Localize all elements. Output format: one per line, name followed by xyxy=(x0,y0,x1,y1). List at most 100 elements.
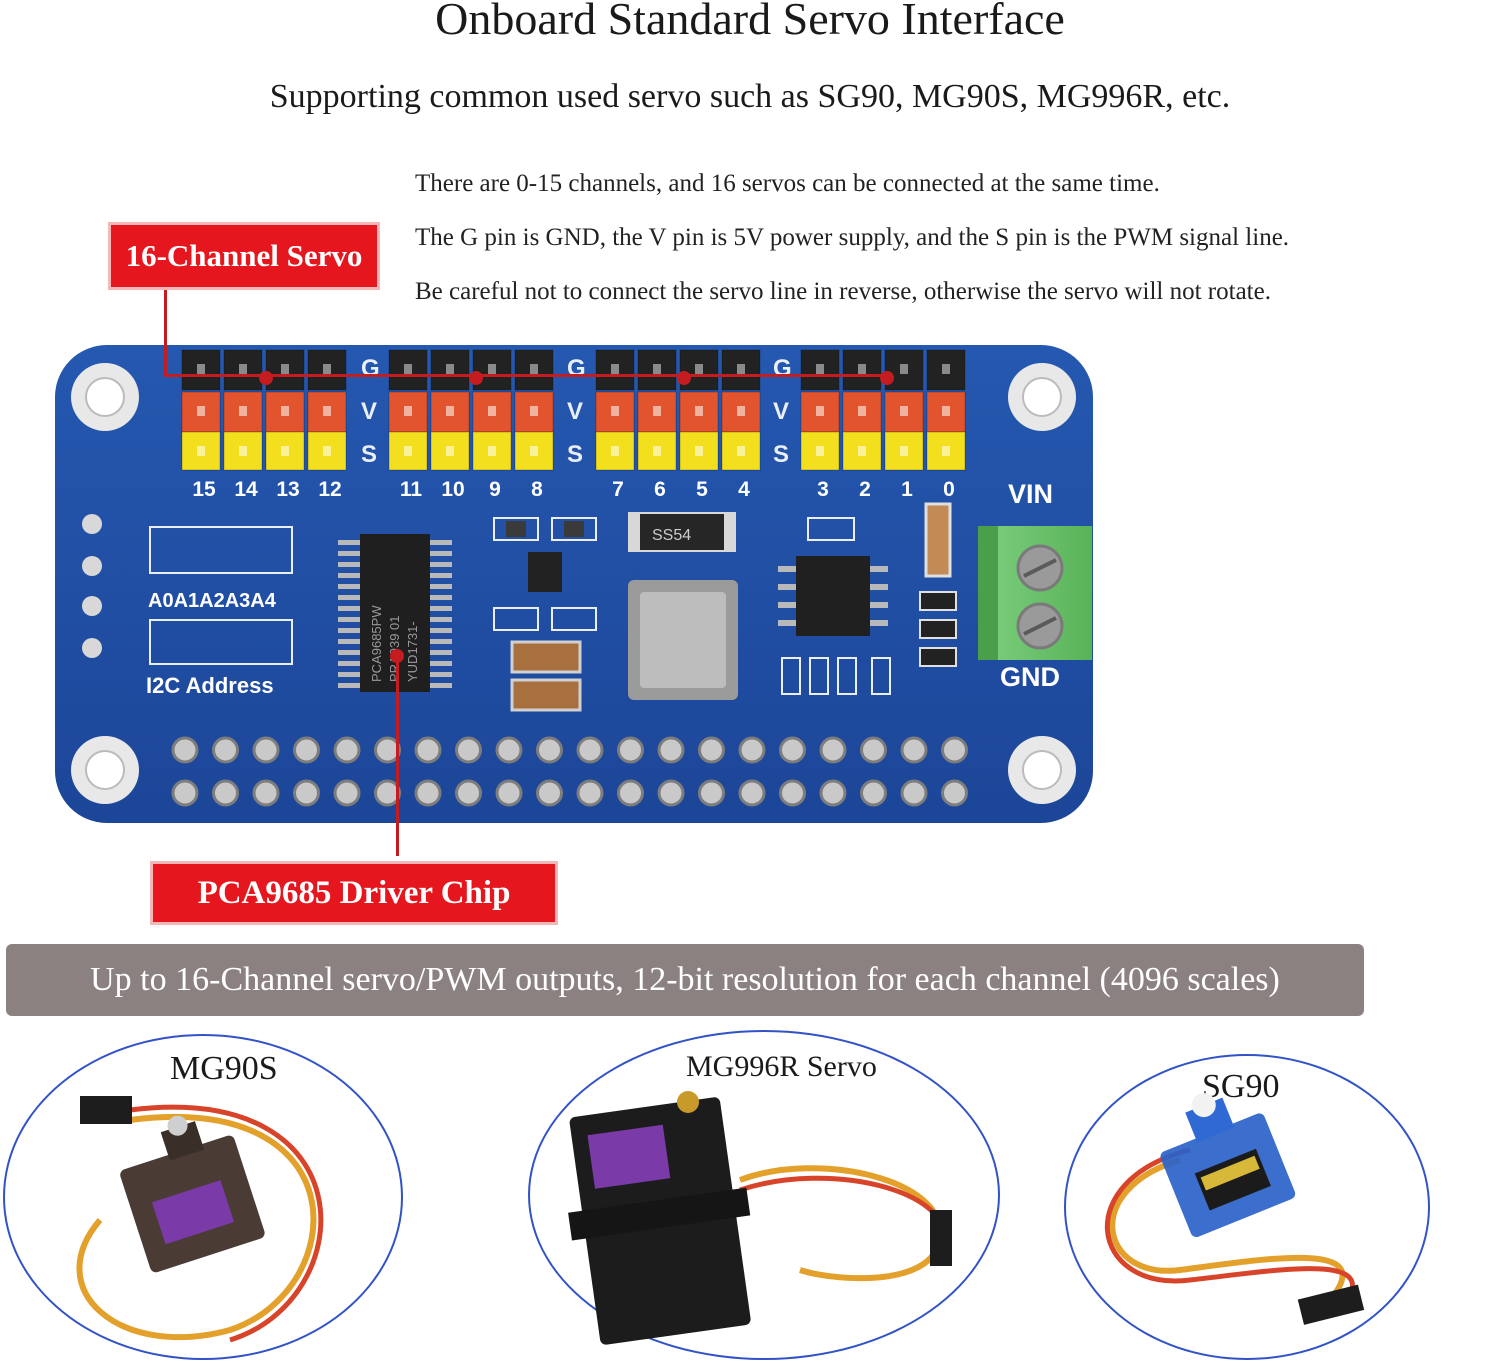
servo-mg996r-illustration xyxy=(568,1091,952,1345)
svg-text:V: V xyxy=(361,398,377,425)
header-pin-contact xyxy=(530,364,538,374)
header-pin-contact xyxy=(858,446,866,456)
ss54-diode: SS54 xyxy=(628,512,736,552)
description-line-2: The G pin is GND, the V pin is 5V power … xyxy=(415,224,1290,251)
servo-header-callout: 16-Channel Servo xyxy=(111,225,377,287)
chip-leg xyxy=(430,650,452,655)
gpio-pin xyxy=(738,779,766,807)
header-pin-contact xyxy=(816,446,824,456)
header-pin-contact xyxy=(737,406,745,416)
chip-leg xyxy=(430,672,452,677)
channel-number: 7 xyxy=(612,478,624,501)
servo-illustrations xyxy=(76,1091,1365,1345)
header-pin-contact xyxy=(281,406,289,416)
header-pin xyxy=(721,431,761,471)
servo-sg90-illustration xyxy=(1104,1093,1365,1325)
servo-name-sg90: SG90 xyxy=(1202,1068,1280,1105)
gpio-header-pins xyxy=(171,736,968,807)
header-pin-contact xyxy=(239,446,247,456)
header-pin-contact xyxy=(858,406,866,416)
gpio-pin xyxy=(941,779,968,807)
edge-pads xyxy=(82,514,102,658)
chip-leg xyxy=(338,639,360,644)
gpio-pin xyxy=(212,779,239,807)
servo-mg90s-illustration xyxy=(76,1096,324,1343)
channel-number: 4 xyxy=(738,478,750,501)
chip-leg xyxy=(338,551,360,556)
chip-leg xyxy=(338,584,360,589)
svg-text:PRA939 01: PRA939 01 xyxy=(387,616,402,683)
channel-number: 15 xyxy=(192,478,216,501)
header-pin-contact xyxy=(695,446,703,456)
i2c-address-label: I2C Address xyxy=(146,673,274,698)
passive-components xyxy=(493,502,957,712)
header-pin-contact xyxy=(816,406,824,416)
address-pin-labels: A0A1A2A3A4 xyxy=(148,590,277,612)
header-pin-contact xyxy=(446,406,454,416)
header-pin-contact xyxy=(488,406,496,416)
channel-number: 2 xyxy=(859,478,871,501)
gpio-pin xyxy=(374,736,401,764)
gpio-pin xyxy=(860,779,887,807)
svg-text:V: V xyxy=(773,398,789,425)
gpio-pin xyxy=(900,736,928,764)
gpio-pin xyxy=(617,736,644,764)
svg-text:SS54: SS54 xyxy=(652,527,691,544)
gpio-pin xyxy=(414,736,442,764)
header-pin-contact xyxy=(404,364,412,374)
header-pin xyxy=(265,431,305,471)
chip-leg xyxy=(430,628,452,633)
header-pin xyxy=(926,391,966,433)
gpio-pin xyxy=(819,736,847,764)
gpio-pin xyxy=(576,779,604,807)
servo-name-mg90s: MG90S xyxy=(170,1050,278,1087)
header-pin-contact xyxy=(858,364,866,374)
channel-number: 6 xyxy=(654,478,666,501)
chip-leg xyxy=(430,573,452,578)
servo-ring-mg996r xyxy=(528,1030,1000,1360)
gpio-pin xyxy=(333,736,361,764)
header-pin-contact xyxy=(900,446,908,456)
gpio-pin xyxy=(171,736,199,764)
header-pin-contact xyxy=(404,406,412,416)
chip-leg xyxy=(338,683,360,688)
header-pin-contact xyxy=(611,446,619,456)
header-pin-contact xyxy=(281,446,289,456)
header-pin-contact xyxy=(446,446,454,456)
gpio-pin xyxy=(698,736,725,764)
chip-leg xyxy=(338,595,360,600)
chip-leg xyxy=(338,562,360,567)
header-pin-contact xyxy=(611,406,619,416)
gpio-pin xyxy=(698,779,725,807)
svg-text:PCA9685PW: PCA9685PW xyxy=(369,605,384,682)
gpio-pin xyxy=(252,736,280,764)
header-pin-contact xyxy=(816,364,824,374)
gpio-pin xyxy=(657,779,685,807)
channel-number: 14 xyxy=(234,478,258,501)
header-pin-contact xyxy=(695,364,703,374)
header-pin-contact xyxy=(653,364,661,374)
chip-leg xyxy=(338,628,360,633)
chip-leg xyxy=(430,606,452,611)
gpio-pin xyxy=(779,779,806,807)
gpio-pin xyxy=(293,736,320,764)
callout-leaders xyxy=(164,288,894,856)
resolution-banner: Up to 16-Channel servo/PWM outputs, 12-b… xyxy=(6,944,1364,1016)
inductor xyxy=(628,580,738,700)
chip-leg xyxy=(430,540,452,545)
gpio-pin xyxy=(536,736,563,764)
svg-text:S: S xyxy=(773,441,789,468)
gpio-pin xyxy=(293,779,320,807)
header-pin-contact xyxy=(611,364,619,374)
regulator-ic xyxy=(778,556,888,636)
servo-ring-sg90 xyxy=(1064,1054,1430,1360)
svg-text:G: G xyxy=(773,355,792,382)
gpio-pin xyxy=(900,779,928,807)
svg-text:G: G xyxy=(361,355,380,382)
chip-leg xyxy=(430,639,452,644)
header-pin-contact xyxy=(900,364,908,374)
svg-text:S: S xyxy=(567,441,583,468)
svg-text:YUD1731-: YUD1731- xyxy=(405,621,420,682)
address-jumpers xyxy=(149,526,293,665)
